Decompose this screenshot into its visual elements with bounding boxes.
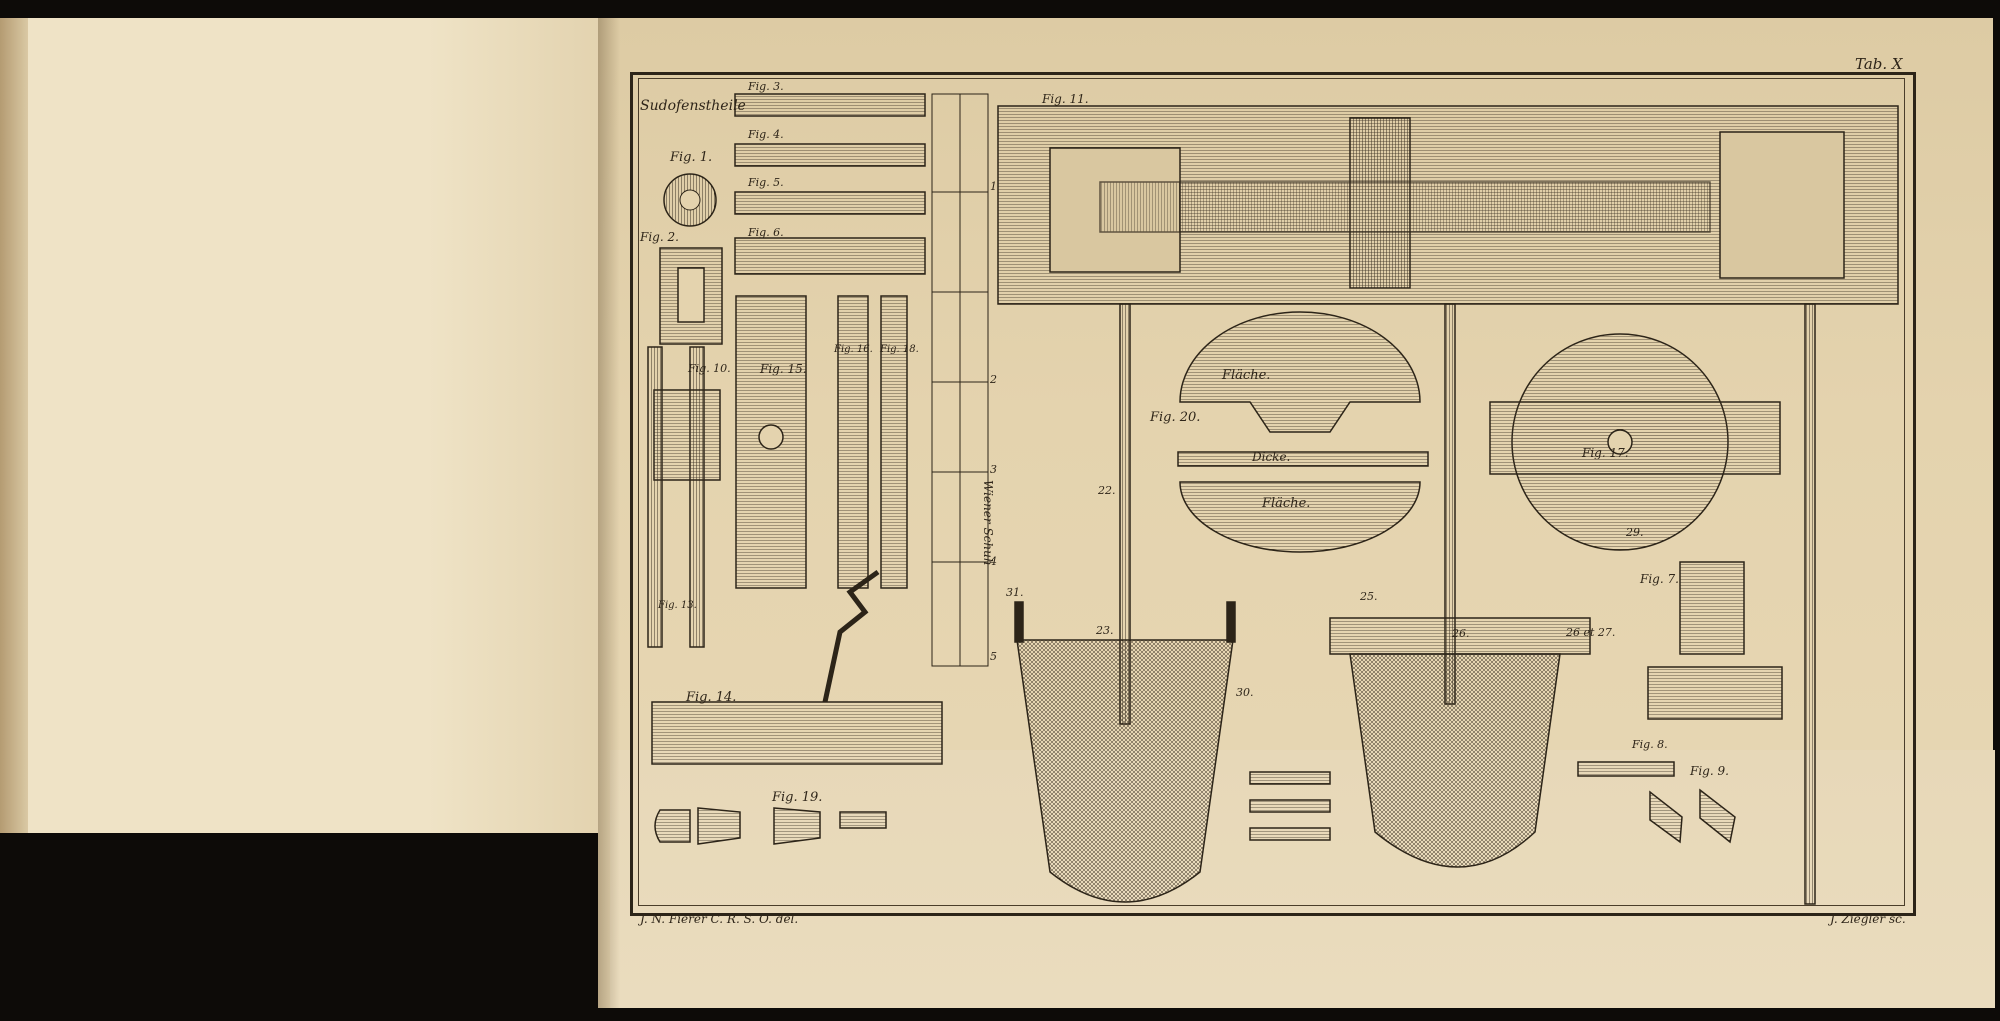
fig20-disc <box>1177 311 1429 553</box>
fig8-label: Fig. 8. <box>1632 738 1668 751</box>
left-blank-page <box>0 18 610 833</box>
fig18-bar <box>880 295 908 589</box>
part-number-25: 25. <box>1360 590 1378 603</box>
credit-left: J. N. Fierer C. R. S. O. del. <box>640 912 799 926</box>
fig11-frame <box>997 105 1899 305</box>
part-number-26-27: 26 et 27. <box>1566 626 1616 639</box>
vessel-center <box>1329 617 1591 868</box>
fig3-6-bars <box>734 93 926 275</box>
fig10-column <box>647 346 721 648</box>
disc-label-flache-top: Fläche. <box>1222 368 1271 383</box>
scale-tick-5: 5 <box>990 650 997 663</box>
scale-ruler <box>931 93 989 667</box>
fig19-wedges <box>654 807 887 845</box>
fig15-label: Fig. 15. <box>760 362 807 376</box>
part-number-30: 30. <box>1236 686 1254 699</box>
scale-tick-3: 3 <box>990 463 997 476</box>
fig14-block <box>651 569 943 765</box>
lower-fold-flap <box>610 750 1995 1008</box>
fold-shadow <box>598 18 620 1008</box>
part-number-23: 23. <box>1096 624 1114 637</box>
fig1-label: Fig. 1. <box>670 150 713 165</box>
fig16-bar <box>837 295 869 589</box>
plate-inner-border <box>638 78 1905 906</box>
plate-border <box>630 72 1916 916</box>
fig8-9-parts <box>1577 761 1736 844</box>
fig11-label: Fig. 11. <box>1042 92 1089 106</box>
fig19-label: Fig. 19. <box>772 790 823 805</box>
part-number-31: 31. <box>1006 586 1024 599</box>
part-number-29: 29. <box>1626 526 1644 539</box>
fig6-label: Fig. 6. <box>748 226 784 239</box>
fig20-label: Fig. 20. <box>1150 410 1201 425</box>
disc-label-dicke: Dicke. <box>1252 450 1291 464</box>
scale-tick-4: 4 <box>990 555 997 568</box>
fig17-label: Fig. 17. <box>1582 446 1629 460</box>
disc-label-flache-bottom: Fläche. <box>1262 496 1311 511</box>
scale-tick-1: 1 <box>990 180 997 193</box>
fig4-label: Fig. 4. <box>748 128 784 141</box>
left-page-edge <box>0 18 28 833</box>
pins <box>1249 771 1331 841</box>
fig2-frame <box>659 247 723 345</box>
fig2-label: Fig. 2. <box>640 230 679 244</box>
fig7-assembly <box>1647 561 1783 720</box>
plate-number: Tab. X <box>1855 55 1903 73</box>
fig5-label: Fig. 5. <box>748 176 784 189</box>
fig13-label: Fig. 13. <box>658 600 697 611</box>
fig7-label: Fig. 7. <box>1640 572 1679 586</box>
fig10-label: Fig. 10. <box>688 362 731 375</box>
fig18-label: Fig. 18. <box>880 344 919 355</box>
fig17-disc <box>1489 333 1781 551</box>
vessel-left <box>1014 601 1236 903</box>
plate-heading: Sudofenstheile <box>640 98 746 114</box>
fig14-label: Fig. 14. <box>686 690 737 705</box>
fig16-label: Fig. 16. <box>834 344 873 355</box>
fig3-label: Fig. 3. <box>748 80 784 93</box>
part-number-26: 26. <box>1452 627 1470 640</box>
part-number-22: 22. <box>1098 484 1116 497</box>
credit-right: J. Ziegler sc. <box>1830 912 1906 926</box>
fig9-label: Fig. 9. <box>1690 764 1729 778</box>
scale-label: Wiener Schuh <box>981 480 995 566</box>
scale-tick-2: 2 <box>990 373 997 386</box>
fig15-slab <box>735 295 807 589</box>
engraving-drawing <box>647 93 1899 905</box>
